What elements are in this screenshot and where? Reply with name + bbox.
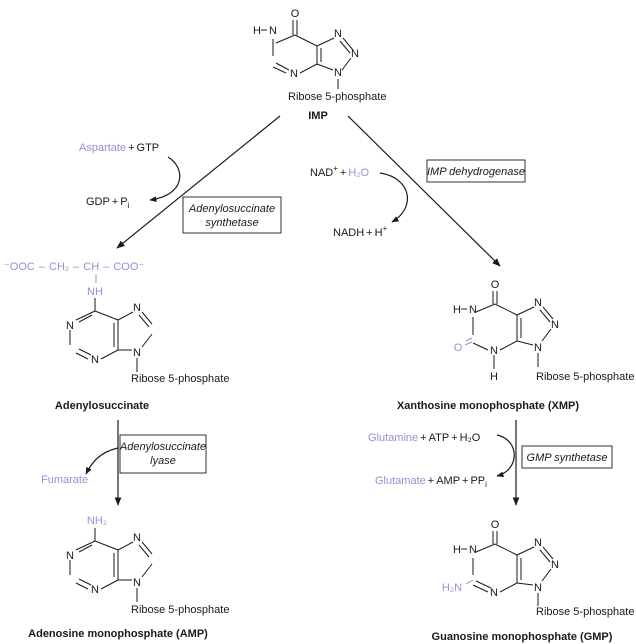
svg-text:N: N — [91, 354, 99, 366]
imp-to-xmp-arrow — [347, 115, 501, 267]
svg-text:H: H — [490, 371, 498, 383]
svg-text:Aspartate+GTP: Aspartate+GTP — [79, 142, 159, 154]
xmp-name: Xanthosine monophosphate (XMP) — [397, 400, 579, 412]
glutamate-amp-ppi-label: Glutamate+AMP+PPi — [375, 475, 487, 489]
gdp-pi-label: GDP+Pi — [86, 196, 130, 210]
svg-text:synthetase: synthetase — [205, 217, 258, 229]
aspartate-gtp-label: Aspartate+GTP — [79, 142, 159, 154]
svg-text:N: N — [133, 302, 141, 314]
amp-nh2: NH₂ — [87, 515, 107, 527]
svg-text:N: N — [551, 559, 559, 571]
svg-text:Glutamine+ATP+H₂O: Glutamine+ATP+H₂O — [368, 432, 481, 444]
imp-dehydrogenase-box: IMP dehydrogenase — [426, 159, 526, 183]
svg-text:Glutamate+AMP+PPi: Glutamate+AMP+PPi — [375, 475, 487, 489]
nadh-h-label: NADH+H+ — [333, 224, 388, 239]
gmp-oxygen-atom: O — [491, 519, 500, 531]
adenylosuccinate-ribose-label: Ribose 5-phosphate — [131, 373, 229, 385]
fumarate-curved-arrow — [85, 447, 119, 475]
amp-structure: NH₂ N N N N Ribose 5-phosphate Adenosine… — [28, 515, 229, 640]
svg-text:GMP synthetase: GMP synthetase — [527, 452, 608, 464]
svg-text:H: H — [453, 304, 461, 316]
nad-nadh-curved-arrow — [379, 172, 408, 223]
imp-oxygen-atom: O — [291, 8, 300, 20]
gtp-gdp-curved-arrow — [149, 156, 181, 202]
imp-hydrogen-atom: H — [253, 25, 261, 37]
svg-text:H: H — [453, 544, 461, 556]
svg-text:N: N — [490, 587, 498, 599]
imp-n9-atom: N — [334, 67, 342, 79]
adenylosuccinate-nh: NH — [87, 286, 103, 298]
svg-text:N: N — [469, 544, 477, 556]
svg-text:lyase: lyase — [150, 455, 176, 467]
imp-n7-atom: N — [334, 28, 342, 40]
svg-text:NADH+H+: NADH+H+ — [333, 224, 388, 239]
imp-c8-atom: N — [351, 48, 359, 60]
svg-text:N: N — [66, 320, 74, 332]
svg-text:N: N — [91, 584, 99, 596]
glutamine-glutamate-curved-arrow — [496, 434, 515, 478]
svg-text:N: N — [490, 345, 498, 357]
xmp-oxygen-atom: O — [491, 279, 500, 291]
svg-text:N: N — [133, 532, 141, 544]
svg-text:NAD++H₂O: NAD++H₂O — [310, 164, 370, 179]
amp-name: Adenosine monophosphate (AMP) — [28, 628, 208, 640]
glutamine-atp-h2o-label: Glutamine+ATP+H₂O — [368, 432, 481, 444]
gmp-ribose-label: Ribose 5-phosphate — [536, 606, 634, 618]
adenylosuccinate-structure: ⁻OOC–CH₂–CH–COO⁻ NH N N N N Ribose 5-pho… — [4, 261, 229, 412]
svg-text:N: N — [534, 342, 542, 354]
amp-ribose-label: Ribose 5-phosphate — [131, 604, 229, 616]
gmp-name: Guanosine monophosphate (GMP) — [432, 631, 613, 643]
imp-structure: O H N N N N N Ribose 5-phosphate IMP — [253, 8, 386, 122]
imp-name: IMP — [308, 110, 328, 122]
svg-text:N: N — [534, 537, 542, 549]
fumarate-label: Fumarate — [41, 474, 88, 486]
imp-n1-atom: N — [269, 25, 277, 37]
svg-text:N: N — [534, 582, 542, 594]
imp-to-adenylosuccinate-arrow — [116, 115, 281, 249]
svg-text:N: N — [469, 304, 477, 316]
imp-ribose-label: Ribose 5-phosphate — [288, 91, 386, 103]
svg-text:N: N — [133, 577, 141, 589]
xmp-structure: O H N O N H N N N Ribose 5-phosphate Xan… — [397, 279, 635, 412]
xmp-c2-oxygen: O — [454, 342, 463, 354]
adenylosuccinate-lyase-box: Adenylosuccinate lyase — [119, 434, 207, 474]
gmp-structure: O H N H₂N N N N N Ribose 5-phosphate Gua… — [432, 519, 635, 643]
gmp-h2n: H₂N — [442, 582, 462, 594]
svg-text:IMP dehydrogenase: IMP dehydrogenase — [427, 166, 525, 178]
svg-text:N: N — [133, 347, 141, 359]
svg-text:N: N — [534, 297, 542, 309]
adenylosuccinate-synthetase-box: Adenylosuccinate synthetase — [182, 196, 282, 234]
succinyl-chain: ⁻OOC–CH₂–CH–COO⁻ — [4, 261, 144, 273]
svg-text:Adenylosuccinate: Adenylosuccinate — [188, 203, 275, 215]
imp-n3-atom: N — [290, 68, 298, 80]
gmp-synthetase-box: GMP synthetase — [521, 445, 613, 469]
svg-text:GDP+Pi: GDP+Pi — [86, 196, 130, 210]
svg-text:N: N — [551, 319, 559, 331]
nad-h2o-label: NAD++H₂O — [310, 164, 370, 179]
svg-text:Adenylosuccinate: Adenylosuccinate — [119, 441, 206, 453]
xmp-ribose-label: Ribose 5-phosphate — [536, 371, 634, 383]
svg-text:N: N — [66, 550, 74, 562]
adenylosuccinate-name: Adenylosuccinate — [55, 400, 149, 412]
